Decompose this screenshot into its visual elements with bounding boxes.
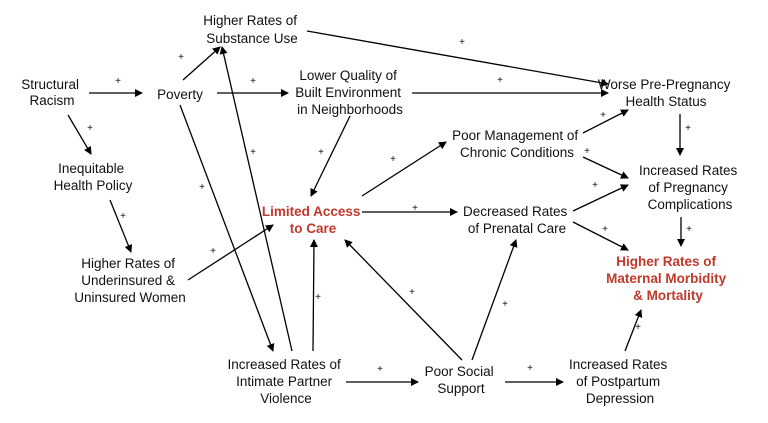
arrow-line — [344, 239, 463, 361]
arrow-racism-to-poverty: + — [89, 76, 143, 97]
node-postpartum-depression: Increased Rates of Postpartum Depression — [569, 357, 671, 406]
node-structural-racism: Structural Racism — [21, 77, 83, 108]
arrow-social-support-to-prenatal: + — [471, 239, 518, 361]
plus-sign: + — [497, 75, 503, 86]
plus-sign: + — [459, 37, 465, 48]
arrow-prenatal-to-pregnancy-complications: + — [572, 180, 629, 212]
plus-sign: + — [390, 154, 396, 165]
arrow-line — [219, 46, 293, 352]
arrow-line — [306, 30, 609, 87]
arrow-line — [582, 156, 629, 179]
arrow-line — [309, 239, 318, 352]
node-poor-social-support: Poor Social Support — [425, 364, 498, 396]
plus-sign: + — [686, 224, 692, 235]
arrow-limited-access-to-chronic: + — [361, 141, 447, 197]
arrow-postpartum-to-maternal: + — [624, 309, 643, 352]
arrow-line — [471, 239, 518, 361]
arrow-ipv-to-substance-use: + — [219, 46, 293, 352]
arrow-line — [582, 109, 629, 134]
node-underinsured-women: Higher Rates of Underinsured & Uninsured… — [74, 256, 186, 305]
node-worse-pre-pregnancy-health: Worse Pre-Pregnancy Health Status — [598, 77, 734, 109]
node-maternal-morbidity-mortality: Higher Rates of Maternal Morbidity & Mor… — [606, 254, 730, 303]
node-chronic-conditions: Poor Management of Chronic Conditions — [452, 128, 582, 160]
plus-sign: + — [87, 123, 93, 134]
arrow-social-support-to-postpartum: + — [505, 363, 564, 386]
plus-sign: + — [685, 123, 691, 134]
arrow-line — [361, 141, 447, 197]
plus-sign: + — [377, 364, 383, 375]
plus-sign: + — [250, 147, 256, 158]
node-substance-use: Higher Rates of Substance Use — [203, 13, 301, 46]
arrow-ipv-to-social-support: + — [346, 364, 419, 386]
arrow-underinsured-to-limited-access: + — [187, 224, 274, 281]
arrow-line — [572, 184, 629, 212]
plus-sign: + — [120, 211, 126, 222]
node-prenatal-care: Decreased Rates of Prenatal Care — [463, 204, 571, 236]
plus-sign: + — [199, 182, 205, 193]
node-limited-access-to-care: Limited Access to Care — [262, 204, 364, 236]
plus-sign: + — [600, 110, 606, 121]
arrow-line — [67, 114, 92, 155]
arrow-health-policy-to-underinsured: + — [109, 199, 133, 253]
arrow-ipv-to-limited-access: + — [309, 239, 321, 352]
plus-sign: + — [412, 203, 418, 214]
node-inequitable-health-policy: Inequitable Health Policy — [54, 161, 133, 193]
arrow-social-support-to-limited-access: + — [344, 239, 463, 361]
plus-sign: + — [318, 147, 324, 158]
arrow-chronic-to-pregnancy-complications: + — [582, 146, 629, 179]
arrow-pregnancy-complications-to-maternal: + — [677, 217, 692, 247]
arrow-line — [109, 199, 133, 253]
node-built-environment: Lower Quality of Built Environment in Ne… — [295, 68, 405, 117]
arrow-chronic-to-worse-health: + — [582, 109, 629, 134]
arrow-built-environment-to-limited-access: + — [310, 115, 351, 197]
arrow-line — [182, 46, 221, 81]
arrow-poverty-to-ipv: + — [179, 104, 275, 352]
plus-sign: + — [250, 76, 256, 87]
arrow-racism-to-health-policy: + — [67, 114, 93, 155]
arrow-line — [179, 104, 275, 352]
plus-sign: + — [178, 52, 184, 63]
arrow-substance-use-to-worse-health: + — [306, 30, 609, 87]
arrow-prenatal-to-maternal: + — [572, 221, 629, 251]
arrow-worse-health-to-pregnancy-complications: + — [676, 114, 691, 156]
plus-sign: + — [502, 299, 508, 310]
plus-sign: + — [409, 287, 415, 298]
arrow-poverty-to-built-environment: + — [217, 76, 289, 97]
plus-sign: + — [602, 224, 608, 235]
plus-sign: + — [527, 363, 533, 374]
arrow-line — [572, 221, 629, 251]
plus-sign: + — [635, 322, 641, 333]
plus-sign: + — [115, 76, 121, 87]
node-pregnancy-complications: Increased Rates of Pregnancy Complicatio… — [639, 163, 741, 212]
arrow-poverty-to-substance-use: + — [178, 46, 221, 81]
plus-sign: + — [210, 246, 216, 257]
plus-sign: + — [592, 180, 598, 191]
arrow-line — [310, 115, 351, 197]
arrow-limited-access-to-prenatal: + — [362, 203, 458, 216]
plus-sign: + — [584, 146, 590, 157]
plus-sign: + — [315, 292, 321, 303]
node-intimate-partner-violence: Increased Rates of Intimate Partner Viol… — [227, 357, 344, 406]
arrow-line — [624, 309, 643, 352]
node-poverty: Poverty — [157, 87, 203, 102]
arrow-built-environment-to-worse-health: + — [412, 75, 609, 97]
arrow-line — [187, 224, 274, 281]
